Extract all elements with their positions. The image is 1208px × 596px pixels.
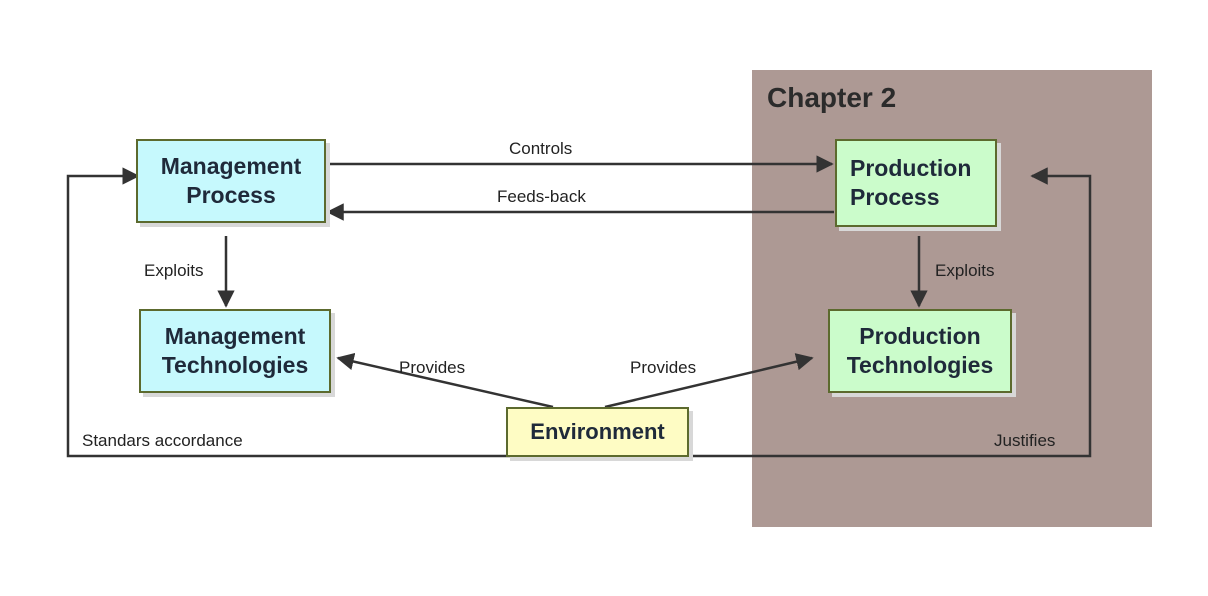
provides-right-label: Provides xyxy=(630,358,697,377)
management-technologies-label: Management Technologies xyxy=(161,323,309,378)
justifies-arrow xyxy=(652,167,1092,458)
controls-label: Controls xyxy=(509,139,573,158)
environment-label: Environment xyxy=(530,419,665,445)
provides-left-arrow xyxy=(336,352,554,409)
provides-right-arrow xyxy=(604,353,814,409)
standards-accordance-arrow xyxy=(66,167,520,458)
production-process-label: Production Process xyxy=(850,155,972,210)
chapter-title: Chapter 2 xyxy=(767,82,897,113)
management-technologies-node: Management Technologies xyxy=(139,309,331,393)
standards-accordance-label: Standars accordance xyxy=(82,431,243,450)
environment-node: Environment xyxy=(506,407,689,457)
exploits-left-label: Exploits xyxy=(144,261,204,280)
provides-left-label: Provides xyxy=(399,358,466,377)
production-process-node: Production Process xyxy=(835,139,997,227)
exploits-right-label: Exploits xyxy=(935,261,995,280)
justifies-label: Justifies xyxy=(994,431,1056,450)
production-technologies-label: Production Technologies xyxy=(846,323,994,378)
feeds-back-label: Feeds-back xyxy=(497,187,586,206)
management-process-label: Management Process xyxy=(160,153,302,208)
production-technologies-node: Production Technologies xyxy=(828,309,1012,393)
management-process-node: Management Process xyxy=(136,139,326,223)
